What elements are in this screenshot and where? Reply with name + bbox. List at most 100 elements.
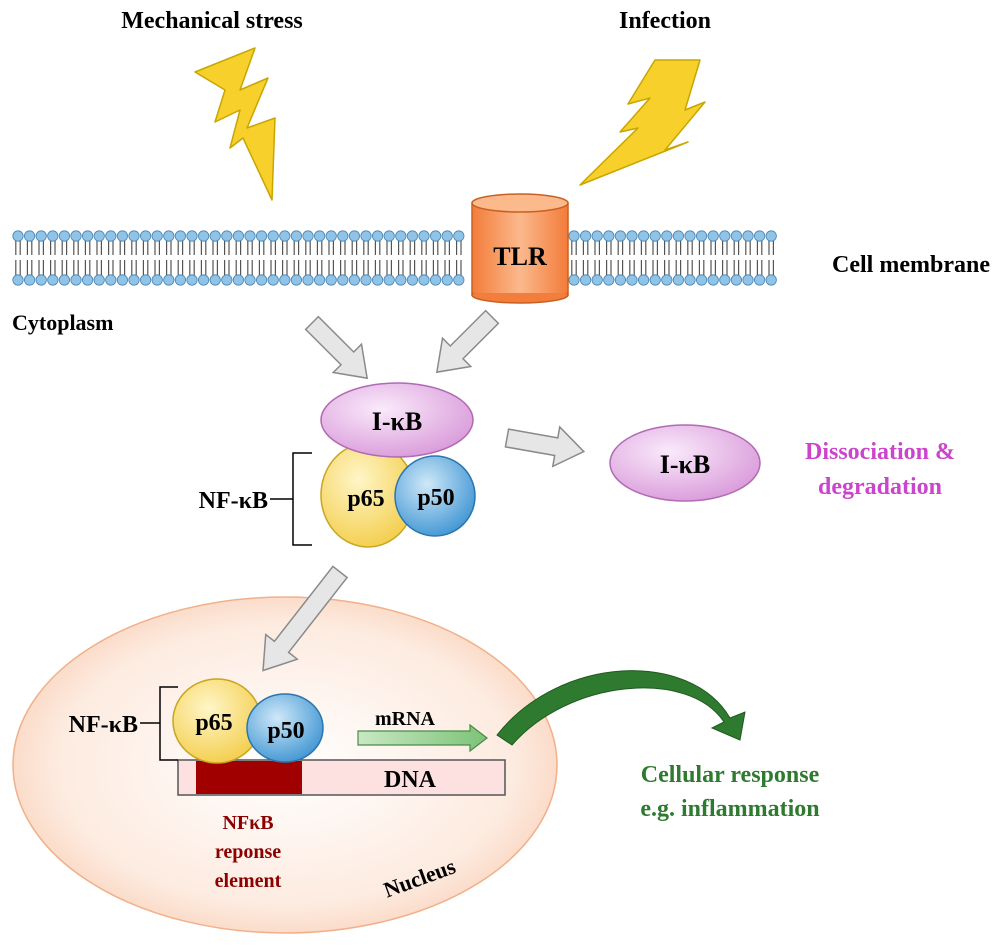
cytoplasm-label: Cytoplasm [12, 310, 113, 335]
lipid-head [255, 274, 268, 286]
lipid-head [163, 274, 175, 286]
lipid-head [395, 274, 407, 286]
lipid-head [418, 274, 430, 286]
lipid-head [730, 230, 743, 242]
cell-membrane-label: Cell membrane [832, 252, 990, 278]
lipid-head [707, 274, 719, 286]
lipid-head [267, 230, 279, 242]
lipid-head [93, 274, 105, 286]
lipid-head [742, 230, 754, 242]
lipid-head [244, 274, 256, 286]
lipid-head [765, 274, 777, 286]
lipid-head [568, 274, 580, 286]
lipid-head [453, 230, 465, 242]
lipid-head [24, 230, 36, 242]
lipid-head [93, 230, 105, 242]
lipid-head [649, 274, 661, 286]
lipid-head [684, 274, 696, 286]
lipid-head [186, 274, 198, 286]
nfkb-label-cytoplasm: NF-κB [199, 488, 268, 514]
lipid-head [174, 274, 186, 286]
signal-arrow-right [435, 309, 500, 374]
lipid-head [672, 274, 685, 286]
lipid-head [348, 230, 360, 242]
lipid-head [591, 274, 603, 286]
ikb-protein-complex [320, 382, 474, 458]
ikb-label-free: I-κB [660, 450, 711, 479]
lipid-head [719, 274, 731, 286]
lipid-head [753, 230, 766, 242]
lipid-head [140, 274, 152, 286]
lipid-head [707, 230, 719, 242]
lipid-head [568, 230, 580, 242]
lipid-head [406, 230, 418, 242]
lipid-head [255, 230, 268, 242]
lipid-head [70, 274, 82, 286]
lipid-head [637, 230, 650, 242]
lightning-bolt-icon [579, 59, 706, 186]
lipid-head [232, 274, 244, 286]
lipid-head [395, 230, 407, 242]
lipid-head [765, 230, 777, 242]
lipid-head [58, 274, 71, 286]
ikb-protein-free [609, 424, 761, 502]
p50-protein-nucleus [246, 693, 324, 763]
translocation-arrow [262, 565, 349, 672]
lipid-head [695, 274, 708, 286]
lipid-head [337, 274, 349, 286]
lipid-head [360, 274, 372, 286]
lipid-head [151, 230, 163, 242]
lipid-head [325, 230, 337, 242]
lipid-head [186, 230, 198, 242]
lipid-head [371, 274, 384, 286]
lipid-head [730, 274, 743, 286]
tlr-label: TLR [493, 242, 547, 271]
lipid-head [209, 274, 221, 286]
lipid-head [198, 230, 210, 242]
lipid-head [128, 230, 140, 242]
lipid-head [302, 274, 314, 286]
lipid-head [453, 274, 465, 286]
lipid-head [105, 274, 117, 286]
nfkb-bracket-cytoplasm [270, 452, 312, 546]
lipid-head [383, 274, 395, 286]
lipid-head [47, 230, 59, 242]
lipid-head [603, 274, 615, 286]
lipid-head [313, 230, 326, 242]
lipid-head [116, 230, 129, 242]
lipid-head [279, 274, 291, 286]
lipid-head [603, 230, 615, 242]
lipid-head [591, 230, 603, 242]
lipid-head [661, 230, 673, 242]
lipid-head [579, 230, 592, 242]
cellular-response-arrow [496, 670, 746, 746]
lipid-head [313, 274, 326, 286]
p50-protein-cytoplasm [394, 455, 476, 537]
mrna-arrow [357, 723, 488, 753]
lipid-head [232, 230, 244, 242]
p65-label-cytoplasm: p65 [347, 486, 384, 512]
lipid-head [371, 230, 384, 242]
lipid-head [429, 230, 442, 242]
lipid-head [221, 230, 233, 242]
lipid-head [719, 230, 731, 242]
dissociation-label-line2: degradation [818, 474, 942, 500]
dissociation-arrow [504, 425, 586, 468]
lipid-head [614, 274, 627, 286]
lipid-head [661, 274, 673, 286]
nfkb-bracket-nucleus [140, 686, 178, 761]
signal-arrow-left [304, 315, 369, 380]
lipid-head [70, 230, 82, 242]
lipid-head [82, 230, 94, 242]
lipid-bilayer [12, 230, 777, 286]
lipid-head [105, 230, 117, 242]
response-element-label-line3: element [215, 870, 282, 892]
lipid-head [35, 230, 47, 242]
lipid-head [695, 230, 708, 242]
lipid-head [82, 274, 94, 286]
lipid-head [626, 230, 638, 242]
lipid-head [198, 274, 210, 286]
lipid-head [151, 274, 163, 286]
response-element-label-line1: NFκB [222, 812, 273, 834]
